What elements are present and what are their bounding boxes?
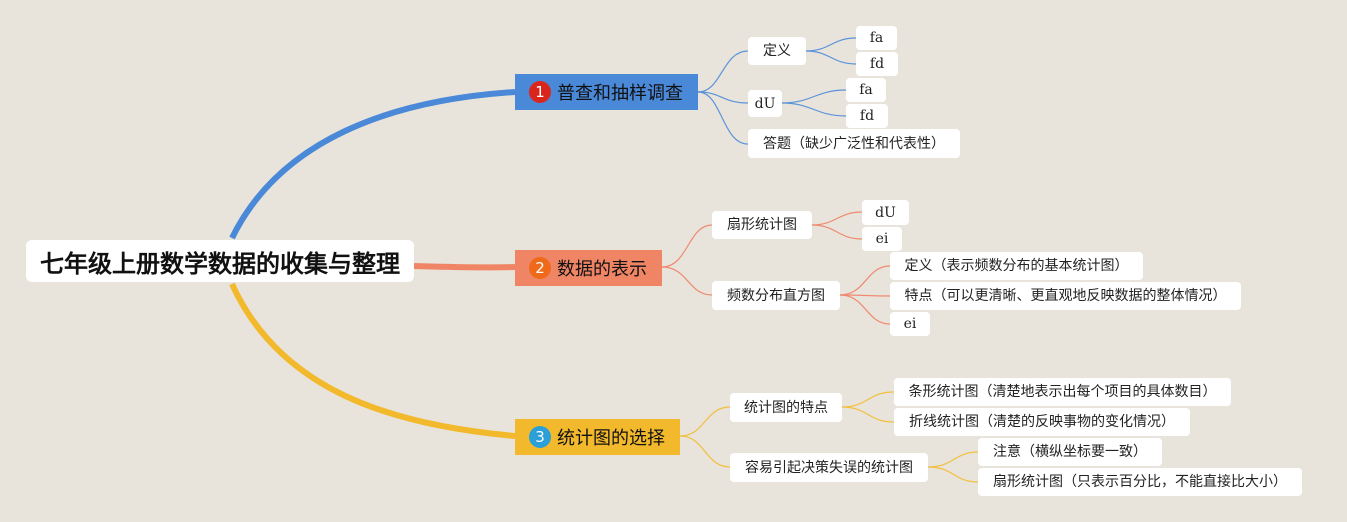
leaf-fd[interactable]: fd [846, 104, 888, 128]
leaf-fd[interactable]: fd [856, 52, 898, 76]
leaf-histogram-definition[interactable]: 定义（表示频数分布的基本统计图） [890, 252, 1143, 280]
leaf-fa[interactable]: fa [846, 78, 886, 102]
branch-topic-3[interactable]: 3 统计图的选择 [515, 419, 680, 455]
root-topic[interactable]: 七年级上册数学数据的收集与整理 [26, 240, 414, 282]
leaf-line-chart[interactable]: 折线统计图（清楚的反映事物的变化情况） [894, 408, 1190, 436]
leaf-ei[interactable]: ei [862, 227, 902, 251]
number-badge-1: 1 [529, 81, 551, 103]
leaf-bar-chart[interactable]: 条形统计图（清楚地表示出每个项目的具体数目） [894, 378, 1231, 406]
leaf-note-axes[interactable]: 注意（横纵坐标要一致） [978, 438, 1162, 466]
branch-label: 普查和抽样调查 [557, 83, 683, 104]
number-badge-3: 3 [529, 426, 551, 448]
leaf-pie-percent[interactable]: 扇形统计图（只表示百分比，不能直接比大小） [978, 468, 1302, 496]
leaf-ei[interactable]: ei [890, 312, 930, 336]
subtopic-misleading-charts[interactable]: 容易引起决策失误的统计图 [730, 453, 928, 482]
branch-label: 统计图的选择 [557, 428, 665, 449]
subtopic-pie-chart[interactable]: 扇形统计图 [712, 211, 812, 239]
subtopic-definition[interactable]: 定义 [748, 37, 806, 65]
branch-label: 数据的表示 [557, 259, 647, 280]
leaf-du[interactable]: dU [862, 200, 909, 225]
subtopic-du[interactable]: dU [748, 90, 782, 117]
subtopic-answer[interactable]: 答题（缺少广泛性和代表性） [748, 129, 960, 158]
number-badge-2: 2 [529, 257, 551, 279]
branch-topic-1[interactable]: 1 普查和抽样调查 [515, 74, 698, 110]
leaf-fa[interactable]: fa [856, 26, 897, 50]
subtopic-chart-features[interactable]: 统计图的特点 [730, 393, 842, 422]
subtopic-histogram[interactable]: 频数分布直方图 [712, 281, 840, 310]
branch-topic-2[interactable]: 2 数据的表示 [515, 250, 662, 286]
leaf-histogram-features[interactable]: 特点（可以更清晰、更直观地反映数据的整体情况） [890, 282, 1241, 310]
